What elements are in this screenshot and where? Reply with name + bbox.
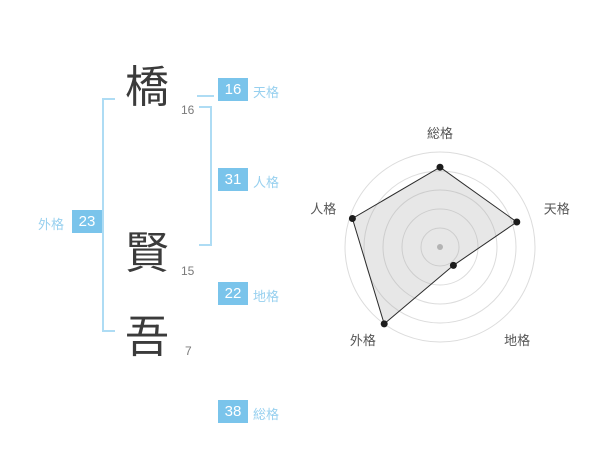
stroke-count-3: 7 [185,344,192,358]
radar-data-polygon [351,166,518,325]
radar-vertex-dot [436,163,444,171]
radar-grid-ring [401,208,479,286]
radar-axis-label: 外格 [350,333,376,348]
radar-vertex-dot [449,261,457,269]
name-character-1: 橋 [125,63,169,112]
jinkaku-bracket [199,106,212,246]
radar-grid-ring [363,170,517,324]
chikaku-badge: 22 [218,282,248,305]
radar-vertex-dot [380,320,388,328]
jinkaku-badge: 31 [218,168,248,191]
radar-axis-label: 人格 [310,201,336,216]
radar-grid-ring [382,189,498,305]
soukaku-badge: 38 [218,400,248,423]
gaikaku-badge: 23 [72,210,102,233]
radar-grid-ring [344,151,536,343]
radar-axis-label: 天格 [544,201,570,216]
gaikaku-label: 外格 [38,217,65,232]
jinkaku-label: 人格 [253,175,280,190]
chikaku-label: 地格 [253,289,280,304]
name-character-3: 吾 [125,313,169,362]
tenkaku-connector-line [197,95,214,97]
radar-grid-ring [420,227,460,267]
name-character-2: 賢 [125,229,169,278]
radar-axis-label: 地格 [504,333,530,348]
radar-vertex-dot [513,218,521,226]
stroke-count-2: 15 [181,264,195,278]
radar-center-dot [437,244,443,250]
radar-vertex-dot [348,215,356,222]
radar-axis-label: 総格 [427,126,453,141]
tenkaku-label: 天格 [253,85,280,100]
soukaku-label: 総格 [253,407,280,422]
gaikaku-bracket [102,98,115,332]
tenkaku-badge: 16 [218,78,248,101]
stroke-count-1: 16 [181,103,195,117]
